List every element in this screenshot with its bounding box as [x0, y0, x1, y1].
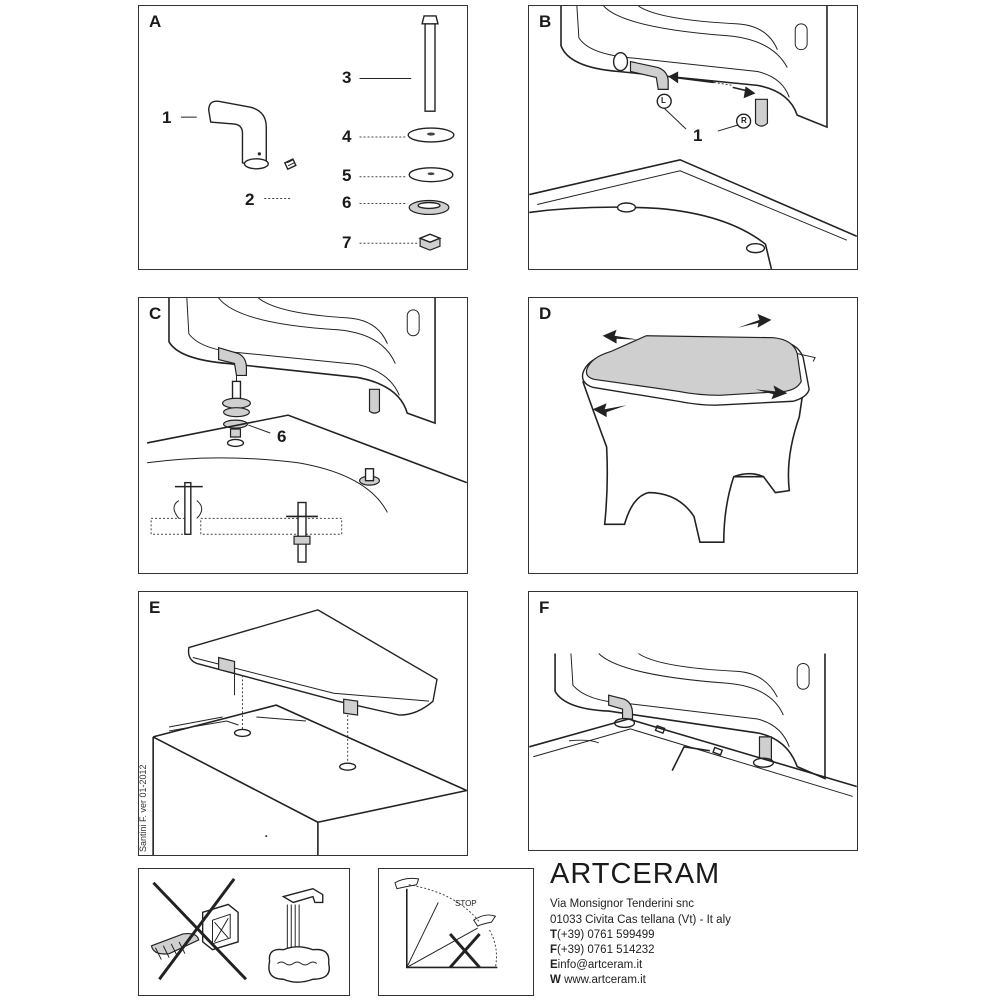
callout-7: 7 — [342, 233, 352, 252]
fixing-drawing — [146, 298, 467, 563]
callout-6-c: 6 — [277, 427, 287, 446]
panel-b-hinge-position: B L R 1 — [528, 5, 858, 270]
tag-right: R — [741, 116, 747, 125]
email-address[interactable]: info@artceram.it — [557, 959, 643, 971]
panel-d-seat-fitted: D — [528, 297, 858, 574]
panel-label-e: E — [149, 598, 161, 617]
fax-number: (+39) 0761 514232 — [557, 944, 655, 956]
panel-e-remove-seat: E — [138, 591, 468, 856]
panel-c-fixing: C 6 — [138, 297, 468, 574]
tighten-drawing — [529, 653, 857, 797]
version-label: Santini F. ver 01-2012 — [138, 764, 148, 852]
panel-label-d: D — [539, 304, 552, 323]
email-prefix: E — [550, 959, 558, 971]
callout-2: 2 — [245, 190, 255, 209]
fax-line: F(+39) 0761 514232 — [550, 944, 655, 956]
warning-no-abrasives — [138, 868, 350, 996]
parts-drawing — [180, 15, 455, 251]
panel-label-b: B — [539, 12, 552, 31]
hinge-elbow-icon — [208, 100, 269, 170]
threaded-rod-icon — [421, 15, 439, 112]
email-line: Einfo@artceram.it — [550, 959, 642, 971]
stop-label: STOP — [455, 899, 477, 908]
callout-4: 4 — [342, 127, 352, 146]
no-abrasives-drawing — [150, 877, 330, 983]
panel-f-tighten: F — [528, 591, 858, 851]
nut-7-icon — [418, 233, 442, 251]
callout-6: 6 — [342, 193, 352, 212]
warning-lid-stop: STOP — [378, 868, 534, 996]
fax-prefix: F — [550, 944, 558, 956]
panel-label-c: C — [149, 304, 162, 323]
seat-fitted-drawing — [581, 313, 816, 544]
phone-prefix: T — [550, 929, 558, 941]
arrow-icon — [592, 313, 788, 418]
panel-label-a: A — [149, 12, 162, 31]
panel-label-f: F — [539, 598, 550, 617]
gasket-6-icon — [408, 199, 450, 216]
hinge-position-drawing — [529, 6, 857, 269]
callout-5: 5 — [342, 166, 352, 185]
tag-left: L — [661, 96, 666, 105]
address-line-1: Via Monsignor Tenderini snc — [550, 898, 695, 910]
web-line: W www.artceram.it — [550, 974, 646, 986]
phone-number: (+39) 0761 599499 — [557, 929, 655, 941]
remove-seat-drawing — [152, 609, 467, 855]
brand-logo: ARTCERAM — [550, 858, 721, 890]
phone-line: T(+39) 0761 599499 — [550, 929, 655, 941]
grub-screw-icon — [283, 158, 297, 171]
web-address[interactable]: www.artceram.it — [564, 974, 646, 986]
callout-1-b: 1 — [693, 126, 703, 145]
callout-1: 1 — [162, 108, 172, 127]
web-prefix: W — [550, 974, 561, 986]
address-line-2: 01033 Civita Cas tellana (Vt) - It aly — [550, 914, 731, 926]
panel-a-parts: A — [138, 5, 468, 270]
callout-3: 3 — [342, 68, 352, 87]
lid-stop-drawing — [394, 877, 498, 969]
